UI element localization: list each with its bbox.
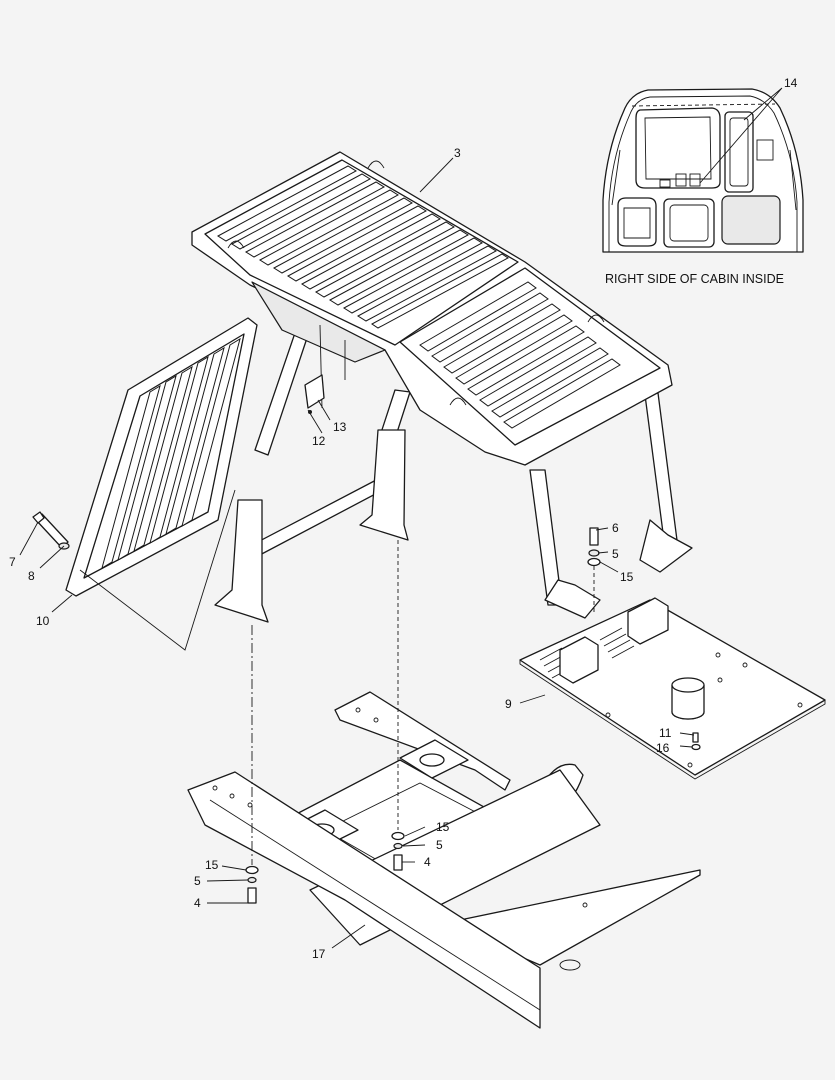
side-guard bbox=[65, 317, 258, 651]
lower-deck-slats bbox=[419, 281, 621, 429]
callout-7: 7 bbox=[9, 555, 16, 569]
callout-16: 16 bbox=[656, 741, 670, 755]
front-left-foot bbox=[544, 579, 601, 619]
callout-17: 17 bbox=[312, 947, 326, 961]
callout-5-right: 5 bbox=[436, 838, 443, 852]
rear-left-foot bbox=[214, 499, 269, 623]
bolt-6-stack bbox=[587, 527, 601, 612]
lower-frame bbox=[187, 691, 701, 1029]
leader-lines bbox=[19, 157, 695, 949]
callout-14: 14 bbox=[784, 76, 798, 90]
callout-9: 9 bbox=[505, 697, 512, 711]
callout-4-right: 4 bbox=[424, 855, 431, 869]
callout-10: 10 bbox=[36, 614, 50, 628]
callout-15-floor: 15 bbox=[620, 570, 634, 584]
callout-8: 8 bbox=[28, 569, 35, 583]
bolt-4-stack-left bbox=[245, 625, 259, 904]
callout-13: 13 bbox=[333, 420, 347, 434]
front-right-foot bbox=[639, 519, 693, 573]
rear-left-post bbox=[254, 329, 309, 456]
callout-15-left: 15 bbox=[205, 858, 219, 872]
callout-labels: 3 7 8 10 12 13 6 5 15 9 11 16 15 5 4 15 … bbox=[9, 146, 672, 961]
callout-6: 6 bbox=[612, 521, 619, 535]
floor-plate bbox=[519, 597, 826, 780]
callout-12: 12 bbox=[312, 434, 326, 448]
callout-15-right: 15 bbox=[436, 820, 450, 834]
callout-4-left: 4 bbox=[194, 896, 201, 910]
bolt-7 bbox=[32, 511, 70, 550]
callout-11: 11 bbox=[659, 726, 672, 740]
callout-3: 3 bbox=[454, 146, 461, 160]
top-guard bbox=[191, 151, 693, 623]
bolt-4-stack-right bbox=[391, 540, 405, 871]
cabin-inset: 14 RIGHT SIDE OF CABIN INSIDE bbox=[602, 76, 804, 286]
upper-deck-slats bbox=[217, 165, 509, 329]
inset-caption: RIGHT SIDE OF CABIN INSIDE bbox=[605, 272, 784, 286]
small-bracket bbox=[304, 374, 325, 409]
callout-5-left: 5 bbox=[194, 874, 201, 888]
callout-5-floor: 5 bbox=[612, 547, 619, 561]
rear-right-foot bbox=[359, 429, 409, 541]
cross-bar bbox=[251, 477, 384, 558]
